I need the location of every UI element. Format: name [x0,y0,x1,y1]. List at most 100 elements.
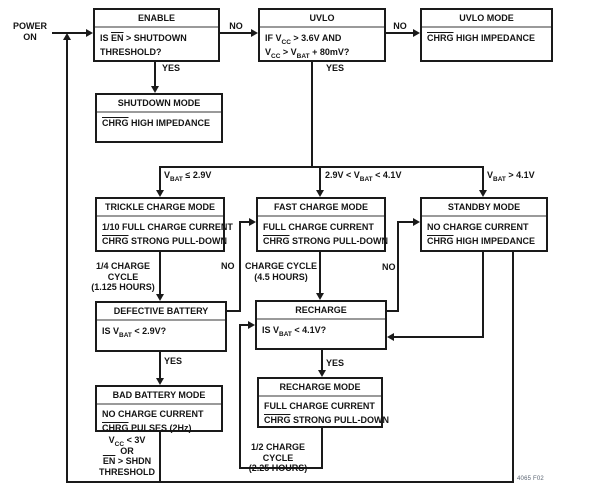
arrowhead-into-fast-left [249,218,256,226]
label-fast-cycle: CHARGE CYCLE(4.5 HOURS) [244,261,317,282]
connector-standby-to-rail [512,252,514,483]
arrowhead-into-defective [156,294,164,301]
connector-branch-left-drop [159,166,161,191]
box-body-line: CHRG STRONG PULL-DOWN [102,236,227,246]
state-box-shutdown-mode: SHUTDOWN MODE CHRG HIGH IMPEDANCE [95,93,223,143]
state-box-standby-mode: STANDBY MODE NO CHARGE CURRENT CHRG HIGH… [420,197,548,252]
label-uvlo-yes: YES [326,63,345,73]
label-enable-no: NO [229,21,243,31]
box-title: UVLO [260,10,384,28]
box-body-line: CHRG STRONG PULL-DOWN [263,236,388,246]
connector-enable-yes [154,62,156,86]
box-body-line: CHRG HIGH IMPEDANCE [102,118,211,128]
box-body-line: FULL CHARGE CURRENT [264,401,375,411]
connector-recharge-no-h [387,310,399,312]
connector-recharge-no-top [397,221,414,223]
state-box-bad-battery-mode: BAD BATTERY MODE NO CHARGE CURRENT CHRG … [95,385,223,433]
arrowhead-into-standby-left [413,218,420,226]
box-title: UVLO MODE [422,10,551,28]
connector-rail-to-power-on [66,40,68,483]
connector-defective-yes [159,352,161,378]
connector-fast-down [319,252,321,293]
box-body-line: IS EN > SHUTDOWN [100,33,187,43]
box-body-line: THRESHOLD? [100,47,162,57]
connector-recharge-mode-down [321,428,323,469]
arrowhead-into-uvlo-mode [413,29,420,37]
box-body-line: CHRG STRONG PULL-DOWN [264,415,389,425]
box-body-line: FULL CHARGE CURRENT [263,222,374,232]
connector-standby-to-recharge-h [393,336,484,338]
box-title: FAST CHARGE MODE [258,199,384,217]
arrowhead-into-bad-battery [156,378,164,385]
box-body-line: IS VBAT < 2.9V? [102,326,167,339]
label-recharge-cycle: 1/2 CHARGE CYCLE(2.25 HOURS) [248,442,308,473]
arrowhead-into-standby [479,190,487,197]
arrowhead-into-trickle [156,190,164,197]
connector-standby-to-recharge-v [482,252,484,338]
connector-enable-no [220,32,251,34]
label-defective-yes: YES [164,356,183,366]
box-title: TRICKLE CHARGE MODE [97,199,223,217]
arrowhead-into-shutdown-mode [151,86,159,93]
arrowhead-into-uvlo [251,29,258,37]
box-body-line: NO CHARGE CURRENT [102,409,204,419]
box-title: SHUTDOWN MODE [97,95,221,113]
arrowhead-into-recharge-mode [318,370,326,377]
connector-bottom-rail [66,481,514,483]
box-title: STANDBY MODE [422,199,546,217]
label-branch-vbat-mid: 2.9V < VBAT < 4.1V [325,170,402,183]
box-title: DEFECTIVE BATTERY [97,303,225,321]
box-body-line: IS VBAT < 4.1V? [262,325,327,338]
state-box-trickle-charge-mode: TRICKLE CHARGE MODE 1/10 FULL CHARGE CUR… [95,197,233,252]
label-branch-vbat-low: VBAT ≤ 2.9V [164,170,212,183]
box-body-line: CHRG PULSES (2Hz) [102,423,192,433]
state-box-enable: ENABLE IS EN > SHUTDOWN THRESHOLD? [93,8,220,62]
state-box-fast-charge-mode: FAST CHARGE MODE FULL CHARGE CURRENT CHR… [256,197,388,252]
state-box-defective-battery: DEFECTIVE BATTERY IS VBAT < 2.9V? [95,301,227,352]
connector-branch-mid-drop [319,166,321,191]
box-body-line: CHRG HIGH IMPEDANCE [427,33,536,43]
box-title: BAD BATTERY MODE [97,387,221,405]
box-title: RECHARGE MODE [259,379,381,397]
connector-defective-no-v [239,221,241,312]
label-recharge-no: NO [382,262,396,272]
label-recharge-yes: YES [326,358,345,368]
state-box-recharge-mode: RECHARGE MODE FULL CHARGE CURRENT CHRG S… [257,377,389,428]
arrowhead-into-recharge-left [248,321,255,329]
label-enable-yes: YES [162,63,181,73]
connector-recharge-no-v [397,221,399,312]
arrowhead-into-recharge-top [316,293,324,300]
connector-bad-battery-to-rail [159,432,161,483]
connector-defective-no-top [239,221,250,223]
connector-recharge-loop-v [239,325,241,469]
box-body-line: 1/10 FULL CHARGE CURRENT [102,222,233,232]
connector-recharge-loop-top [239,324,249,326]
connector-branch-horizontal [159,166,484,168]
connector-trickle-down [159,252,161,294]
connector-uvlo-no [386,32,413,34]
state-box-uvlo-mode: UVLO MODE CHRG HIGH IMPEDANCE [420,8,553,62]
box-title: ENABLE [95,10,218,28]
state-box-uvlo: UVLO IF VCC > 3.6V AND VCC > VBAT + 80mV… [258,8,386,62]
connector-recharge-loop-h [239,467,323,469]
arrowhead-into-enable [86,29,93,37]
box-body-line: CHRG HIGH IMPEDANCE [427,236,536,246]
arrowhead-into-fast [316,190,324,197]
connector-branch-right-drop [482,166,484,191]
box-body-line: VCC > VBAT + 80mV? [265,47,350,60]
state-box-recharge: RECHARGE IS VBAT < 4.1V? [255,300,387,350]
arrowhead-rail-up [63,33,71,40]
label-defective-no: NO [221,261,235,271]
box-body-line: NO CHARGE CURRENT [427,222,529,232]
connector-recharge-yes [321,350,323,370]
arrowhead-into-recharge-right [387,333,394,341]
label-uvlo-no: NO [393,21,407,31]
label-branch-vbat-high: VBAT > 4.1V [487,170,535,183]
figure-code: 4065 F02 [517,476,544,482]
label-trickle-cycle: 1/4 CHARGE CYCLE(1.125 HOURS) [91,261,155,292]
connector-uvlo-yes [311,62,313,167]
box-body-line: IF VCC > 3.6V AND [265,33,342,46]
